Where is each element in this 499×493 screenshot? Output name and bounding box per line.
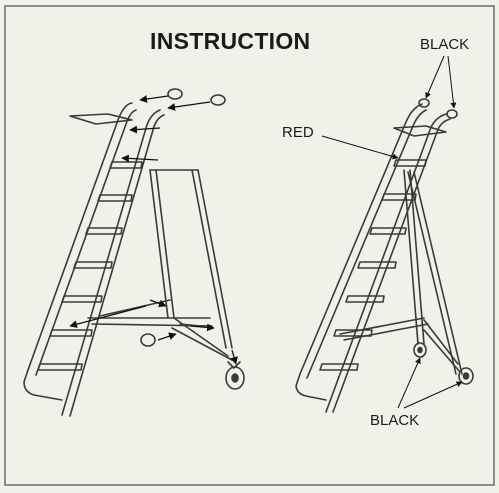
left-ladder-back-rail <box>61 109 161 416</box>
label-black-top: BLACK <box>420 36 470 53</box>
left-ladder-support-leg-b <box>155 169 175 319</box>
right-ladder-support-leg-a <box>403 169 419 345</box>
right-ladder <box>295 98 474 413</box>
left-ladder-platform <box>69 113 133 125</box>
left-ladder-foot <box>23 369 63 401</box>
right-ladder-front-rail <box>299 103 423 375</box>
left-ladder-front-rail <box>27 102 133 371</box>
left-end-cap-1 <box>167 88 183 100</box>
right-ladder-steps <box>319 159 427 371</box>
right-ladder-crossbar <box>339 317 425 335</box>
left-end-cap-2 <box>210 94 226 106</box>
right-ladder-support-leg-b <box>407 171 457 375</box>
right-callout-lines <box>321 55 463 409</box>
sheet-frame <box>4 5 495 486</box>
right-ladder-wheel-back <box>458 367 474 385</box>
left-ladder-support-leg-d <box>197 169 233 349</box>
left-assembly-arrows <box>69 95 238 365</box>
right-ladder-front-rail-inner <box>306 109 427 379</box>
right-ladder-platform <box>393 125 447 137</box>
label-red: RED <box>282 124 314 141</box>
right-end-cap-1 <box>418 98 430 108</box>
label-black-bottom: BLACK <box>370 412 420 429</box>
left-ladder-steps <box>37 161 143 371</box>
left-ladder-support-leg-c <box>191 169 227 349</box>
right-ladder-back-rail <box>325 113 447 413</box>
right-ladder-back-rail-inner <box>332 118 451 413</box>
right-end-cap-2 <box>446 109 458 119</box>
left-ladder-support-leg-a <box>149 169 169 319</box>
right-ladder-wheel-front <box>413 342 427 358</box>
instruction-title: INSTRUCTION <box>150 28 311 54</box>
left-ladder <box>23 88 245 417</box>
left-ladder-back-rail-inner <box>69 114 165 417</box>
left-loose-wheel <box>140 333 156 347</box>
left-ladder-front-rail-inner <box>35 109 137 376</box>
